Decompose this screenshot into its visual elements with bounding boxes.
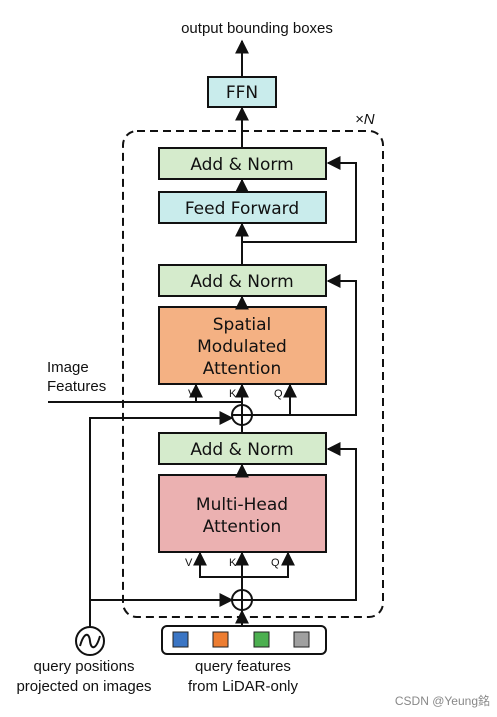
add-norm-top-block (158, 147, 327, 180)
query-positions-line-1: query positions (34, 658, 135, 675)
add-norm-mid-label: Add & Norm (190, 272, 293, 292)
feed-forward-label: Feed Forward (185, 199, 299, 219)
port-v-upper: V (188, 388, 196, 400)
spatial-attention-line-3: Attention (203, 359, 281, 379)
multi-head-line-2: Attention (203, 517, 281, 537)
output-bounding-boxes-label: output bounding boxes (181, 20, 333, 37)
residual-upper (290, 274, 357, 416)
query-features-line-2: from LiDAR-only (188, 678, 299, 695)
port-q-lower: Q (271, 557, 280, 569)
connections (48, 39, 357, 628)
spatial-attention-line-1: Spatial (213, 315, 272, 335)
image-features-line-2: Features (47, 378, 106, 395)
query-features-box (161, 625, 327, 655)
add-norm-low-block (158, 432, 327, 465)
port-k-upper: K (229, 388, 237, 400)
port-k-lower: K (229, 557, 237, 569)
residual-lower (252, 442, 357, 601)
feature-swatch-blue (172, 631, 189, 648)
query-features-line-1: query features (195, 658, 291, 675)
sine-icon (79, 633, 101, 649)
multi-head-attention-block (158, 474, 327, 553)
spatial-attention-line-2: Modulated (197, 337, 287, 357)
spatial-attention-block (158, 306, 327, 385)
query-positions-line-2: projected on images (16, 678, 151, 695)
port-q-upper: Q (274, 388, 283, 400)
repeat-label: ×N (355, 111, 375, 128)
feature-swatch-orange (212, 631, 229, 648)
multi-head-line-1: Multi-Head (196, 495, 288, 515)
watermark: CSDN @Yeung銘 (395, 693, 490, 708)
ffn-label: FFN (226, 83, 258, 103)
image-features-line-1: Image (47, 359, 89, 376)
add-norm-low-label: Add & Norm (190, 440, 293, 460)
feature-swatch-gray (293, 631, 310, 648)
repeat-frame (122, 130, 384, 618)
feature-swatch-green (253, 631, 270, 648)
pos-to-upper-sum (89, 411, 234, 628)
residual-ff (242, 156, 357, 243)
arrow-q-upper (252, 383, 297, 416)
add-norm-top-label: Add & Norm (190, 155, 293, 175)
port-v-lower: V (185, 557, 193, 569)
